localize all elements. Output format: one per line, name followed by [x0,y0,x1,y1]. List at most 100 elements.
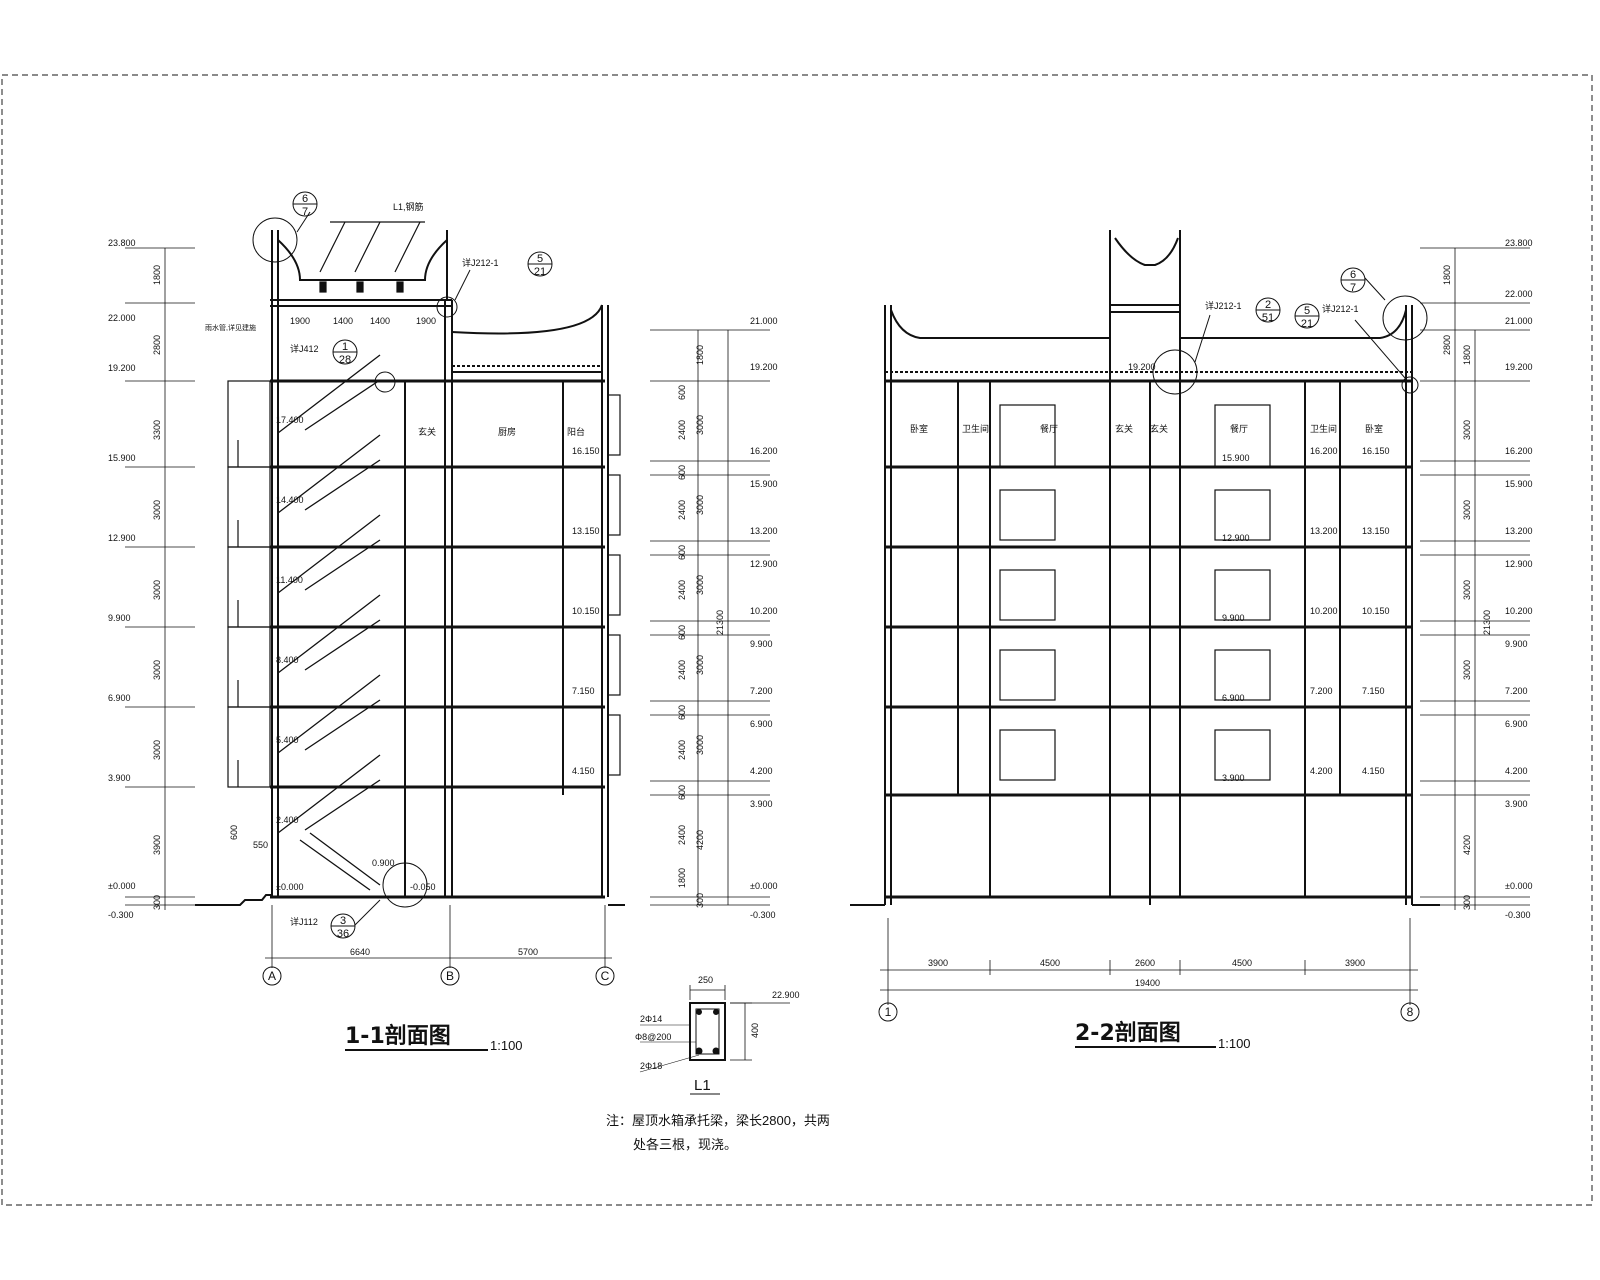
left-outer-dim-4: 3000 [695,575,705,595]
drawing-note: 注：屋顶水箱承托梁，梁长2800，共两 处各三根，现浇。 [606,1113,830,1152]
left-right-facade [607,394,621,776]
right-elev-1: 23.800 [1505,238,1533,248]
room-label-foyer-b: 玄关 [1150,423,1168,434]
right-grid-dim-4: 4500 [1232,958,1252,968]
stair-level-7: ±0.000 [276,882,303,892]
left-roof [270,230,603,373]
left-outer-dim-6: 3000 [695,735,705,755]
left-elev-7: 6.900 [108,693,131,703]
right-dim-a-3: 3000 [1462,420,1472,440]
section-1-1-scale: 1:100 [490,1038,523,1053]
beam-detail-texts: 250 400 22.900 2Φ14 Φ8@200 2Φ18 L1 [635,975,800,1095]
section-2-2-scale: 1:100 [1218,1036,1251,1051]
left-axis-bubbles: A B C [262,966,615,986]
inner-level-3: 12.900 [1222,533,1250,543]
left-title-block: 1-1剖面图 1:100 [345,1023,523,1053]
right-elev-11: 7.200 [1505,686,1528,696]
left-outer-dim-3: 3000 [695,495,705,515]
left-inner-dim-5: 600 [677,545,687,560]
left-section-texts: 23.800 22.000 19.200 15.900 12.900 9.900… [108,201,778,957]
room-label-bath-left: 卫生间 [962,423,989,434]
left-ground-line [195,894,272,906]
room-label-bedroom-left: 卧室 [910,423,928,434]
right-elev-3: 21.000 [1505,316,1533,326]
right-title-block: 2-2剖面图 1:100 [1075,1020,1251,1051]
left-dim-9: 300 [152,895,162,910]
section-1-1 [125,211,770,968]
left-stairs [277,354,381,891]
right-total-dim: 21300 [1482,610,1492,635]
left-elev-5: 12.900 [108,533,136,543]
right-level-1: 16.150 [572,446,600,456]
right-total-width: 19400 [1135,978,1160,988]
left-inner-dim-10: 2400 [677,740,687,760]
roof-dim-3: 1400 [370,316,390,326]
left-r-elev-5: 13.200 [750,526,778,536]
right-callout-circles [1152,277,1428,395]
callout-bottom: 7 [302,206,308,218]
right-floor-slabs [885,379,1412,899]
room-label-balcony: 阳台 [567,426,585,437]
right-dim-a-4: 3000 [1462,500,1472,520]
right-grid-lines [880,918,1418,1005]
axis-a: A [268,969,276,983]
left-r-elev-7: 10.200 [750,606,778,616]
callout-bottom: 21 [1301,318,1313,330]
pipe-label: 雨水管,详见建施 [205,323,256,332]
left-r-elev-1: 21.000 [750,316,778,326]
inner-level-6: 3.900 [1222,773,1245,783]
left-r-elev-2: 19.200 [750,362,778,372]
right-level-5: 4.150 [572,766,595,776]
inner-level-10: 7.200 [1310,686,1333,696]
left-inner-dim-7: 600 [677,625,687,640]
left-dim-line [125,247,195,910]
left-r-elev-8: 9.900 [750,639,773,649]
callout-top: 1 [342,341,348,353]
beam-height: 400 [750,1023,760,1038]
left-inner-dim-9: 600 [677,705,687,720]
callout-bottom: 7 [1350,282,1356,294]
right-dim-a-1: 1800 [1442,265,1452,285]
left-inner-dim-12: 2400 [677,825,687,845]
dim-550: 550 [253,840,268,850]
left-outer-dim-8: 300 [695,893,705,908]
axis-b: B [446,969,454,983]
left-inner-dim-11: 600 [677,785,687,800]
right-elev-2: 22.000 [1505,289,1533,299]
left-outer-dim-2: 3000 [695,415,705,435]
left-dim-1: 1800 [152,265,162,285]
room-label-foyer-a: 玄关 [1115,423,1133,434]
right-grid-dim-5: 3900 [1345,958,1365,968]
right-roof [885,237,1412,373]
right-dim-a-6: 3000 [1462,660,1472,680]
inner-level-15: 7.150 [1362,686,1385,696]
right-level-2: 13.150 [572,526,600,536]
section-2-2-title: 2-2剖面图 [1075,1020,1181,1046]
grid-dim-1: 6640 [350,947,370,957]
left-floor-slabs [270,379,605,899]
room-label-kitchen: 厨房 [498,426,516,437]
left-inner-dim-8: 2400 [677,660,687,680]
left-inner-dim-1: 600 [677,385,687,400]
right-elev-10: 9.900 [1505,639,1528,649]
ref-j212-left: 详J212-1 [462,257,499,268]
inner-level-1: 19.200 [1128,362,1156,372]
stair-level-5: 5.400 [276,735,299,745]
left-balconies [227,380,271,788]
right-elev-13: 4.200 [1505,766,1528,776]
left-callouts [252,211,471,926]
left-elev-2: 22.000 [108,313,136,323]
right-level-4: 7.150 [572,686,595,696]
callout-top: 5 [537,253,543,265]
left-r-elev-12: 3.900 [750,799,773,809]
left-elev-10: -0.300 [108,910,134,920]
right-elev-9: 10.200 [1505,606,1533,616]
left-inner-dim-6: 2400 [677,580,687,600]
stair-level-2: 14.400 [276,495,304,505]
beam-stirrup: Φ8@200 [635,1032,671,1042]
right-dim-a-7: 4200 [1462,835,1472,855]
left-outer-dim-7: 4200 [695,830,705,850]
left-r-elev-13: ±0.000 [750,881,777,891]
right-dim-a-2: 2800 [1442,335,1452,355]
